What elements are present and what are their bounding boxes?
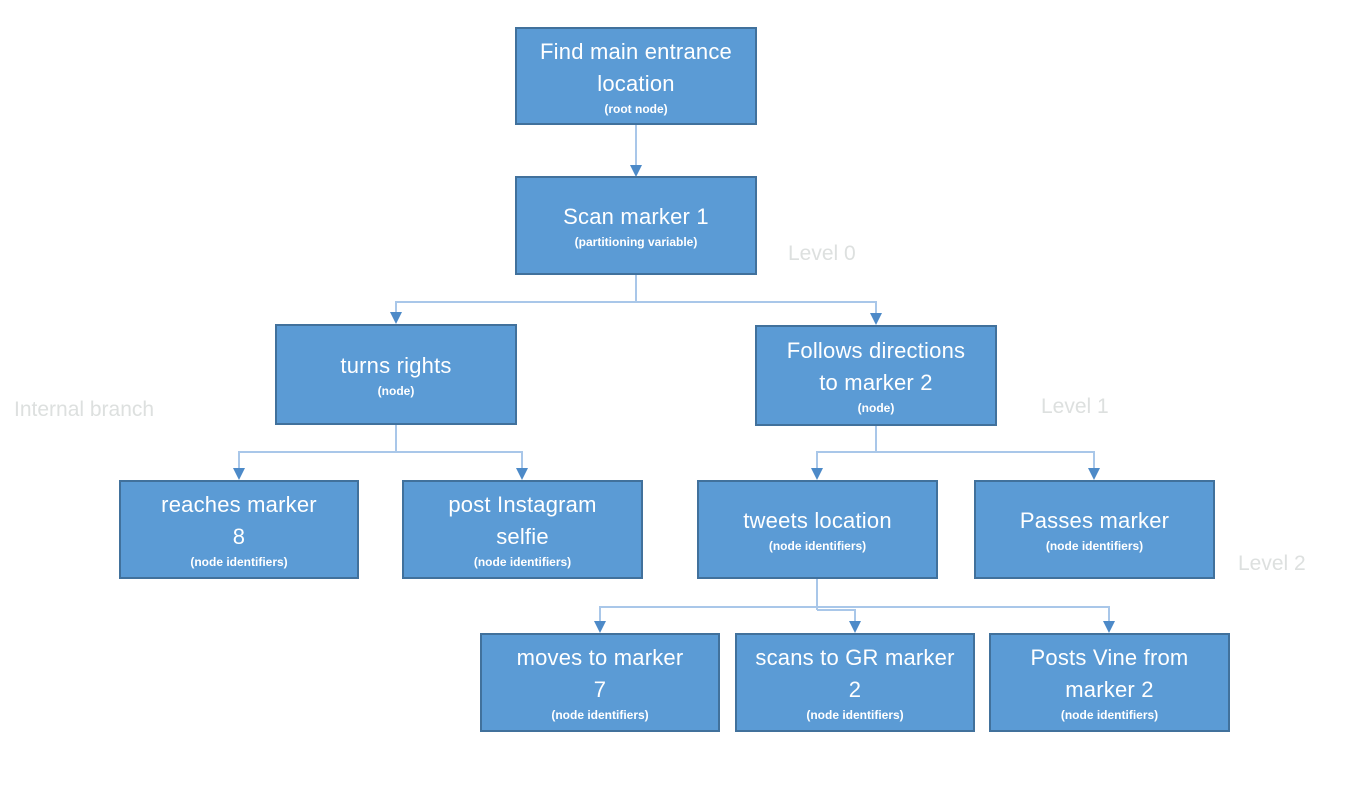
arrowhead-postsvine	[1103, 621, 1115, 633]
arrowhead-moves7	[594, 621, 606, 633]
node-subtitle: (node identifiers)	[551, 708, 649, 722]
node-tweets-location: tweets location (node identifiers)	[697, 480, 938, 579]
node-root: Find main entrance location (root node)	[515, 27, 757, 125]
node-title: turns rights	[340, 353, 452, 378]
arrowhead-scan	[630, 165, 642, 177]
node-passes-marker: Passes marker (node identifiers)	[974, 480, 1215, 579]
node-subtitle: (node identifiers)	[473, 555, 572, 569]
node-moves-to-marker-7: moves to marker 7 (node identifiers)	[480, 633, 720, 732]
node-follows-directions-to-marker-2: Follows directions to marker 2 (node)	[755, 325, 997, 426]
node-scan-marker-1: Scan marker 1 (partitioning variable)	[515, 176, 757, 275]
node-title: moves to marker 7	[516, 645, 684, 702]
label-level-1: Level 1	[1041, 395, 1109, 418]
node-subtitle: (node)	[377, 384, 415, 398]
label-level-0: Level 0	[788, 242, 856, 265]
node-reaches-marker-8: reaches marker 8 (node identifiers)	[119, 480, 359, 579]
arrowhead-reaches8	[233, 468, 245, 480]
arrowhead-instagram	[516, 468, 528, 480]
node-subtitle: (node identifiers)	[1060, 708, 1159, 722]
node-title: Find main entrance location	[540, 38, 732, 96]
node-subtitle: (node identifiers)	[806, 708, 904, 722]
label-internal-branch: Internal branch	[14, 398, 155, 421]
node-title: scans to GR marker 2	[755, 645, 955, 702]
node-title: Scan marker 1	[563, 204, 709, 229]
label-level-2: Level 2	[1238, 552, 1306, 575]
arrowhead-turns	[390, 312, 402, 324]
connector-to-scansgr-jog	[817, 609, 856, 621]
node-scans-to-gr-marker-2: scans to GR marker 2 (node identifiers)	[735, 633, 975, 732]
arrowhead-scansgr	[849, 621, 861, 633]
node-title: Passes marker	[1019, 508, 1170, 533]
node-title: Posts Vine from marker 2	[1030, 645, 1189, 702]
node-subtitle: (partitioning variable)	[574, 235, 698, 249]
node-subtitle: (node identifiers)	[1045, 539, 1144, 553]
node-subtitle: (root node)	[604, 101, 668, 116]
arrowhead-passes	[1088, 468, 1100, 480]
node-subtitle: (node)	[857, 401, 895, 415]
arrowhead-follows	[870, 313, 882, 325]
node-post-instagram-selfie: post Instagram selfie (node identifiers)	[402, 480, 643, 579]
node-title: reaches marker 8	[161, 492, 317, 549]
node-subtitle: (node identifiers)	[190, 555, 288, 569]
node-title: post Instagram selfie	[448, 492, 597, 549]
node-title: Follows directions to marker 2	[786, 338, 966, 395]
node-title: tweets location	[743, 508, 892, 533]
node-subtitle: (node identifiers)	[768, 539, 867, 553]
node-posts-vine-from-marker-2: Posts Vine from marker 2 (node identifie…	[989, 633, 1230, 732]
node-turns-rights: turns rights (node)	[275, 324, 517, 425]
arrowhead-tweets	[811, 468, 823, 480]
